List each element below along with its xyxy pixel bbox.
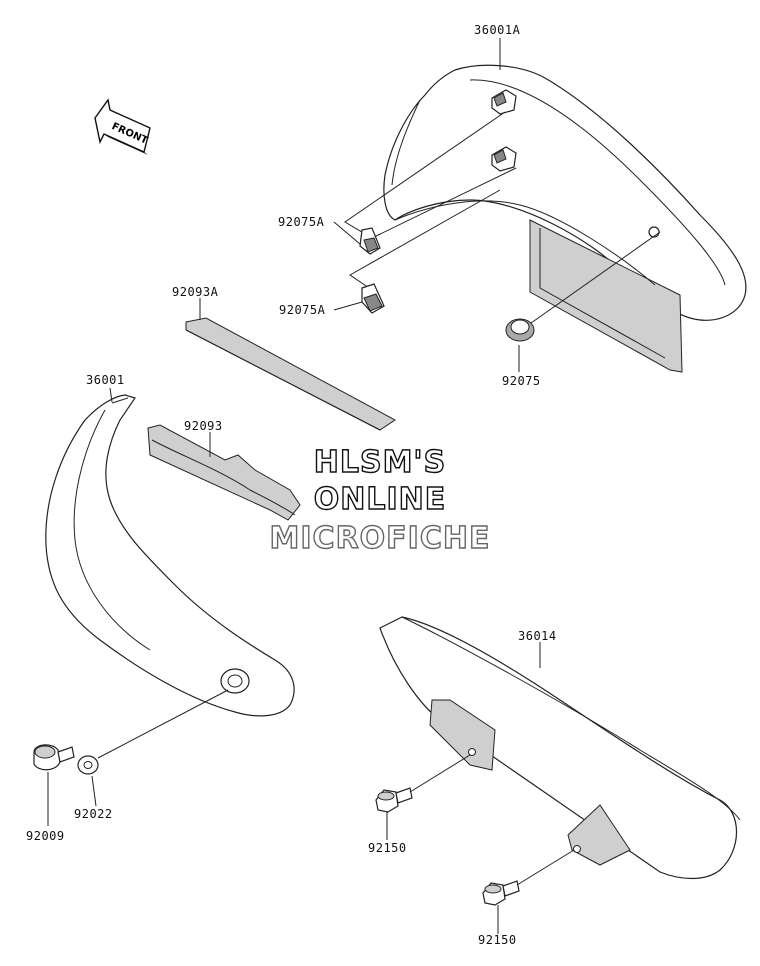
label-92093a: 92093A <box>172 285 219 299</box>
strip-92093a <box>185 317 396 431</box>
bolt-92150-upper <box>375 787 413 813</box>
label-36014: 36014 <box>518 629 557 643</box>
label-92075a-upper: 92075A <box>278 215 325 229</box>
strip-92093 <box>147 424 301 521</box>
label-92075a-lower: 92075A <box>279 303 326 317</box>
label-92093: 92093 <box>184 419 223 433</box>
clip-92075a-upper <box>359 227 381 255</box>
side-cover-upper-36001a <box>383 64 747 373</box>
label-92075: 92075 <box>502 374 541 388</box>
label-92150-lower: 92150 <box>478 933 517 947</box>
label-92009: 92009 <box>26 829 65 843</box>
front-arrow-icon: FRONT <box>94 98 151 155</box>
label-92022: 92022 <box>74 807 113 821</box>
watermark-line1: HLSM'S <box>314 445 446 480</box>
clip-92075a-lower <box>361 283 385 314</box>
washer-92022 <box>77 755 99 775</box>
chain-guard-36014 <box>379 616 741 880</box>
label-92150-upper: 92150 <box>368 841 407 855</box>
grommet-92075 <box>505 318 535 342</box>
label-36001: 36001 <box>86 373 125 387</box>
watermark-line3: MICROFICHE <box>270 521 491 556</box>
watermark-line2: ONLINE <box>314 482 447 517</box>
side-cover-left-36001 <box>45 394 295 717</box>
label-36001a: 36001A <box>474 23 521 37</box>
bolt-92009 <box>33 744 75 771</box>
bolt-92150-lower <box>482 880 520 906</box>
